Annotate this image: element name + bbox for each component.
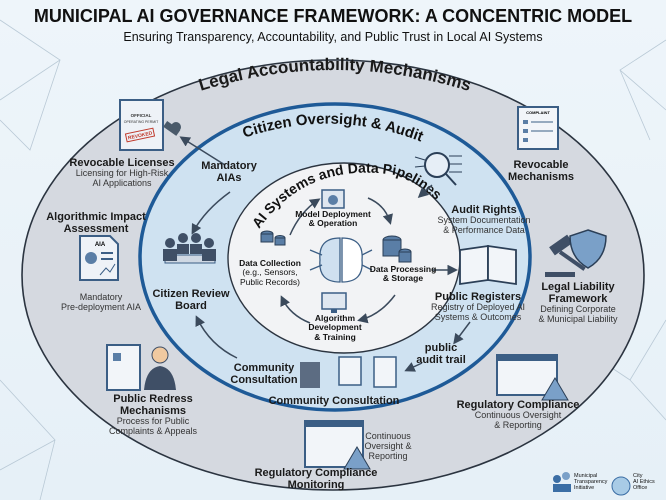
svg-text:OFFICIAL: OFFICIAL xyxy=(131,113,152,118)
brain-network-icon xyxy=(309,237,373,283)
open-book-icon xyxy=(459,244,517,286)
arrow-processing-to-algorithm xyxy=(357,294,396,324)
svg-text:REVOKED: REVOKED xyxy=(127,130,153,141)
compliance-dashboard-icon xyxy=(496,354,569,401)
arrow-community-to-board xyxy=(195,315,238,359)
page-title: MUNICIPAL AI GOVERNANCE FRAMEWORK: A CON… xyxy=(33,6,633,26)
arrow-deploy-to-processing xyxy=(367,197,393,225)
database-icon xyxy=(260,230,286,246)
arrow-trail-to-community xyxy=(404,362,423,372)
arrow-collection-to-deploy xyxy=(289,198,321,236)
arrow-aias-to-board xyxy=(191,191,231,235)
node-model-deployment: Model Deployment& Operation xyxy=(295,209,371,229)
aia-document-icon xyxy=(79,235,119,281)
community-consultation-title: Community Consultation xyxy=(268,395,400,407)
gavel-icon xyxy=(545,234,586,277)
community-consultation-icons xyxy=(300,356,397,388)
permit-icon: OFFICIAL OPERATING PERMIT REVOKED xyxy=(119,99,164,151)
complaint-scroll-icon: COMPLAINT xyxy=(517,106,559,150)
arrow-algorithm-to-collection xyxy=(280,295,311,324)
monitor-training-icon xyxy=(321,292,347,313)
magnifier-audit-icon xyxy=(414,152,462,186)
citizen-review-board-icon xyxy=(163,233,216,264)
monitoring-dashboard-icon xyxy=(304,420,371,470)
logo-ai-ethics-office-icon xyxy=(611,476,631,496)
gear-deployment-icon xyxy=(321,189,345,209)
shield-icon xyxy=(569,229,607,269)
logo-municipal-transparency-icon xyxy=(553,472,571,492)
aia-document-label: AIA xyxy=(95,242,106,248)
clipboard-redress-icon xyxy=(106,344,141,391)
judge-person-icon xyxy=(144,346,176,390)
arrow-audit-to-core xyxy=(417,184,433,199)
svg-text:OPERATING PERMIT: OPERATING PERMIT xyxy=(124,120,159,124)
node-data-processing: Data Processing& Storage xyxy=(369,264,437,284)
stamp-icon xyxy=(163,120,181,136)
svg-text:COMPLAINT: COMPLAINT xyxy=(526,110,550,115)
page-subtitle: Ensuring Transparency, Accountability, a… xyxy=(123,30,543,44)
storage-icon xyxy=(382,235,412,263)
node-data-collection: Data Collection(e.g., Sensors,Public Rec… xyxy=(239,258,301,287)
arrow-aias-to-licenses xyxy=(179,136,226,166)
arrow-registers-to-trail xyxy=(453,321,471,345)
